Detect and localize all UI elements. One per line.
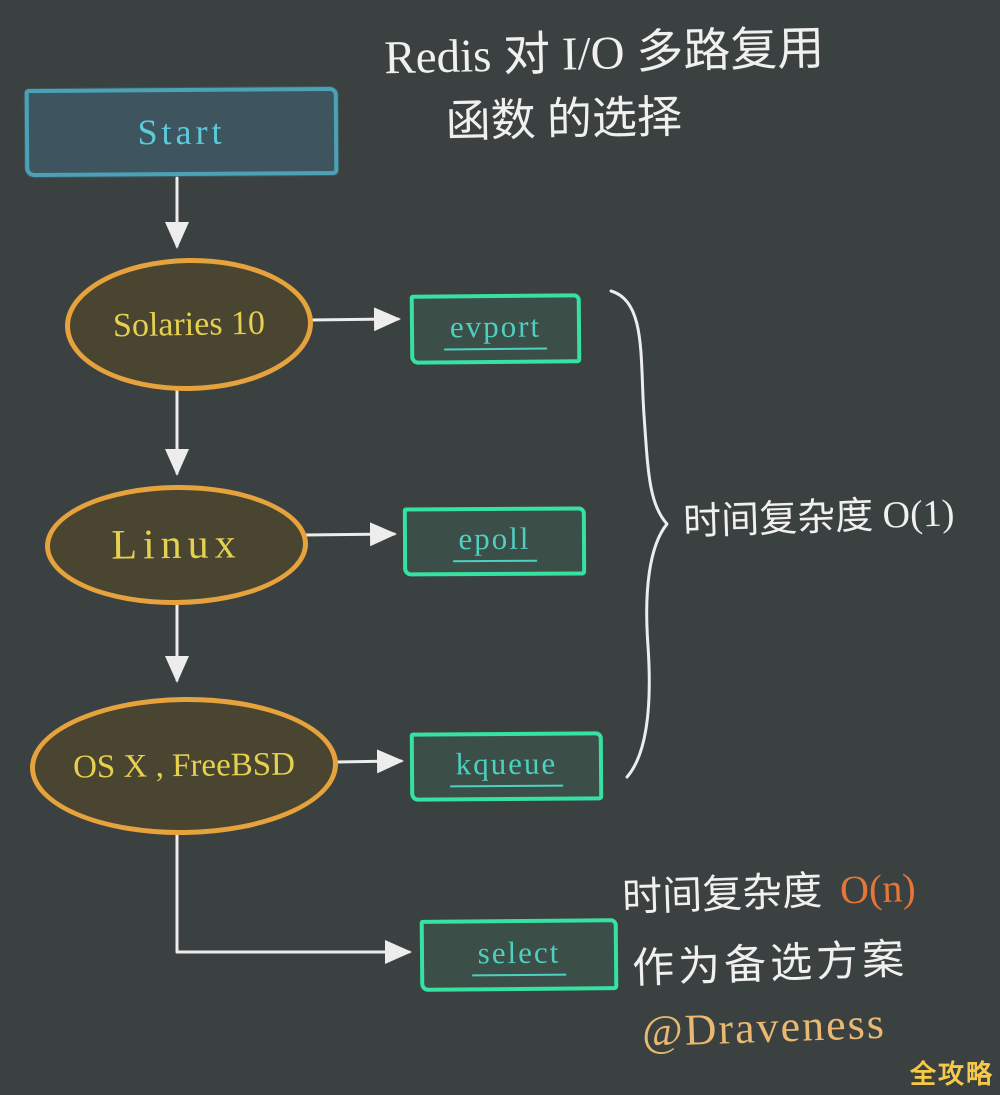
credit-label: @Draveness [641,998,887,1057]
linux-node: Linux [44,483,309,607]
backup-plan-label: 作为备选方案 [631,937,909,993]
brace-o1-group [609,289,669,779]
kqueue-node-label: kqueue [449,745,564,788]
start-node: Start [24,86,339,178]
evport-node: evport [409,293,582,365]
complexity-o1-label: 时间复杂度 O(1) [682,481,956,545]
complexity-on-label: 时间复杂度 O(n) [621,855,916,923]
diagram-title-line2: 函数 的选择 [445,91,683,147]
diagram-title: Redis 对 I/O 多路复用 函数 的选择 [384,23,886,149]
complexity-on-prefix: 时间复杂度 [621,868,823,921]
epoll-node: epoll [402,506,587,577]
select-node-label: select [471,934,567,976]
osx-freebsd-node: OS X , FreeBSD [29,694,339,838]
watermark-label: 全攻略 [909,1059,994,1089]
osx-freebsd-node-label: OS X , FreeBSD [72,745,296,786]
complexity-o1-prefix: 时间复杂度 [682,495,874,544]
solaris-node: Solaries 10 [63,255,315,394]
kqueue-node: kqueue [409,731,604,802]
linux-node-label: Linux [111,521,242,569]
evport-node-label: evport [443,308,548,350]
arrow-osx-to-select [175,828,412,964]
solaris-node-label: Solaries 10 [112,304,266,344]
epoll-node-label: epoll [452,520,537,563]
start-node-label: Start [137,111,226,153]
complexity-on-value: O(n) [839,864,917,913]
complexity-o1-value: O(1) [881,492,956,537]
diagram-title-line1: Redis 对 I/O 多路复用 [383,23,825,85]
arrow-linux-to-epoll [303,522,397,547]
arrow-osx-to-kqueue [334,749,404,774]
arrow-solaris-to-evport [308,307,401,332]
select-node: select [419,918,619,992]
